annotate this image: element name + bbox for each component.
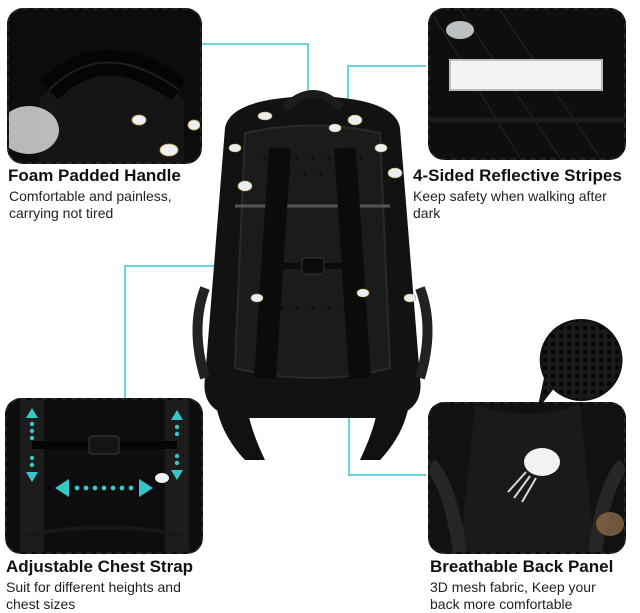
backpack-image [192,90,433,460]
chest-strap-description-line1: Suit for different heights and [6,579,181,595]
handle-description: Comfortable and painless, carrying not t… [9,188,172,222]
chest-strap-panel [5,398,203,554]
reflective-title: 4-Sided Reflective Stripes [413,166,622,185]
reflective-panel [428,8,626,160]
chest-strap-closeup-image [7,400,201,552]
handle-description-line1: Comfortable and painless, [9,188,172,204]
back-panel-panel [428,402,626,554]
handle-description-line2: carrying not tired [9,205,114,221]
back-panel-closeup-image [430,404,624,552]
handle-panel [7,8,202,164]
chest-strap-description: Suit for different heights and chest siz… [6,579,181,613]
reflective-description-line1: Keep safety when walking after [413,188,607,204]
back-panel-description-line1: 3D mesh fabric, Keep your [430,579,596,595]
chest-strap-description-line2: chest sizes [6,596,76,612]
mesh-fabric-bubble-image [538,318,623,407]
chest-strap-title: Adjustable Chest Strap [6,557,194,576]
reflective-description-line2: dark [413,205,441,221]
reflective-closeup-image [430,10,624,158]
reflective-description: Keep safety when walking after dark [413,188,607,222]
back-panel-title: Breathable Back Panel [430,557,614,576]
handle-title: Foam Padded Handle [8,166,181,185]
connector-handle [200,43,309,98]
handle-closeup-image [9,10,200,162]
back-panel-description: 3D mesh fabric, Keep your back more comf… [430,579,596,613]
back-panel-description-line2: back more comfortable [430,596,573,612]
